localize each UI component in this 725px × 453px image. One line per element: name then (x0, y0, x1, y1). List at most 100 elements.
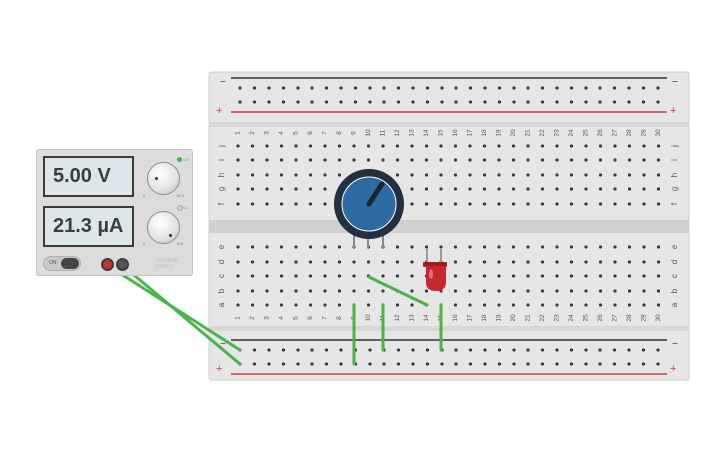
terminal-hole[interactable] (323, 202, 327, 206)
rail-hole[interactable] (468, 348, 473, 352)
terminal-hole[interactable] (381, 274, 385, 278)
terminal-hole[interactable] (337, 289, 342, 293)
terminal-hole[interactable] (526, 274, 530, 278)
terminal-hole[interactable] (410, 158, 414, 162)
terminal-hole[interactable] (569, 173, 574, 177)
terminal-hole[interactable] (381, 260, 385, 264)
rail-hole[interactable] (555, 100, 559, 104)
terminal-hole[interactable] (584, 260, 588, 264)
rail-hole[interactable] (497, 348, 502, 352)
terminal-hole[interactable] (511, 303, 516, 307)
terminal-hole[interactable] (555, 173, 559, 177)
terminal-hole[interactable] (323, 260, 327, 264)
terminal-hole[interactable] (279, 260, 284, 264)
rail-hole[interactable] (411, 362, 415, 366)
rail-hole[interactable] (512, 362, 516, 366)
terminal-hole[interactable] (511, 187, 516, 191)
rail-hole[interactable] (454, 100, 458, 104)
terminal-hole[interactable] (453, 158, 458, 162)
rail-hole[interactable] (238, 86, 242, 90)
terminal-hole[interactable] (526, 245, 530, 249)
rail-hole[interactable] (641, 86, 646, 90)
terminal-hole[interactable] (656, 303, 661, 307)
rail-hole[interactable] (425, 86, 430, 90)
terminal-hole[interactable] (468, 260, 472, 264)
terminal-hole[interactable] (308, 173, 313, 177)
terminal-hole[interactable] (410, 187, 414, 191)
terminal-hole[interactable] (236, 260, 240, 264)
terminal-hole[interactable] (569, 260, 574, 264)
terminal-hole[interactable] (279, 245, 284, 249)
terminal-hole[interactable] (250, 173, 255, 177)
terminal-hole[interactable] (497, 245, 501, 249)
rail-hole[interactable] (339, 100, 343, 104)
terminal-hole[interactable] (439, 187, 443, 191)
terminal-hole[interactable] (569, 245, 574, 249)
terminal-hole[interactable] (656, 274, 661, 278)
terminal-hole[interactable] (294, 274, 298, 278)
rail-hole[interactable] (411, 348, 415, 352)
rail-hole[interactable] (584, 348, 588, 352)
rail-hole[interactable] (281, 100, 286, 104)
terminal-hole[interactable] (279, 202, 284, 206)
terminal-hole[interactable] (308, 260, 313, 264)
terminal-hole[interactable] (526, 260, 530, 264)
terminal-hole[interactable] (482, 260, 487, 264)
rail-hole[interactable] (353, 100, 358, 104)
terminal-hole[interactable] (294, 144, 298, 148)
rail-hole[interactable] (555, 348, 559, 352)
power-supply[interactable]: 5.00 V 21.3 µA 0 10 V 0 5 A CV CC ON VOL… (36, 149, 193, 276)
terminal-hole[interactable] (482, 158, 487, 162)
terminal-hole[interactable] (627, 202, 632, 206)
terminal-hole[interactable] (265, 202, 269, 206)
terminal-hole[interactable] (511, 202, 516, 206)
terminal-hole[interactable] (613, 173, 617, 177)
rail-hole[interactable] (526, 100, 530, 104)
rail-hole[interactable] (296, 348, 300, 352)
terminal-hole[interactable] (497, 289, 501, 293)
power-toggle[interactable]: ON (43, 256, 81, 271)
terminal-hole[interactable] (540, 303, 545, 307)
terminal-hole[interactable] (294, 173, 298, 177)
terminal-hole[interactable] (453, 173, 458, 177)
rail-hole[interactable] (339, 362, 343, 366)
rail-hole[interactable] (339, 348, 343, 352)
terminal-hole[interactable] (642, 202, 646, 206)
terminal-hole[interactable] (497, 303, 501, 307)
terminal-hole[interactable] (395, 274, 400, 278)
rail-hole[interactable] (584, 86, 588, 90)
terminal-hole[interactable] (294, 187, 298, 191)
terminal-hole[interactable] (366, 303, 371, 307)
terminal-hole[interactable] (352, 144, 356, 148)
rail-hole[interactable] (526, 362, 530, 366)
terminal-hole[interactable] (439, 144, 443, 148)
terminal-hole[interactable] (613, 158, 617, 162)
terminal-hole[interactable] (265, 274, 269, 278)
terminal-hole[interactable] (250, 245, 255, 249)
terminal-hole[interactable] (482, 274, 487, 278)
rail-hole[interactable] (396, 86, 401, 90)
terminal-hole[interactable] (613, 202, 617, 206)
rail-hole[interactable] (656, 362, 660, 366)
terminal-hole[interactable] (555, 187, 559, 191)
terminal-hole[interactable] (381, 158, 385, 162)
terminal-hole[interactable] (323, 274, 327, 278)
terminal-hole[interactable] (627, 158, 632, 162)
terminal-hole[interactable] (497, 260, 501, 264)
rail-hole[interactable] (584, 100, 588, 104)
terminal-hole[interactable] (511, 274, 516, 278)
terminal-hole[interactable] (337, 173, 342, 177)
rail-hole[interactable] (569, 362, 574, 366)
terminal-hole[interactable] (424, 173, 429, 177)
rail-hole[interactable] (497, 100, 502, 104)
terminal-hole[interactable] (294, 289, 298, 293)
terminal-hole[interactable] (308, 274, 313, 278)
terminal-hole[interactable] (584, 289, 588, 293)
rail-hole[interactable] (382, 100, 386, 104)
terminal-hole[interactable] (584, 144, 588, 148)
terminal-hole[interactable] (555, 158, 559, 162)
terminal-hole[interactable] (294, 202, 298, 206)
terminal-hole[interactable] (265, 289, 269, 293)
rail-hole[interactable] (296, 362, 300, 366)
rail-hole[interactable] (281, 86, 286, 90)
